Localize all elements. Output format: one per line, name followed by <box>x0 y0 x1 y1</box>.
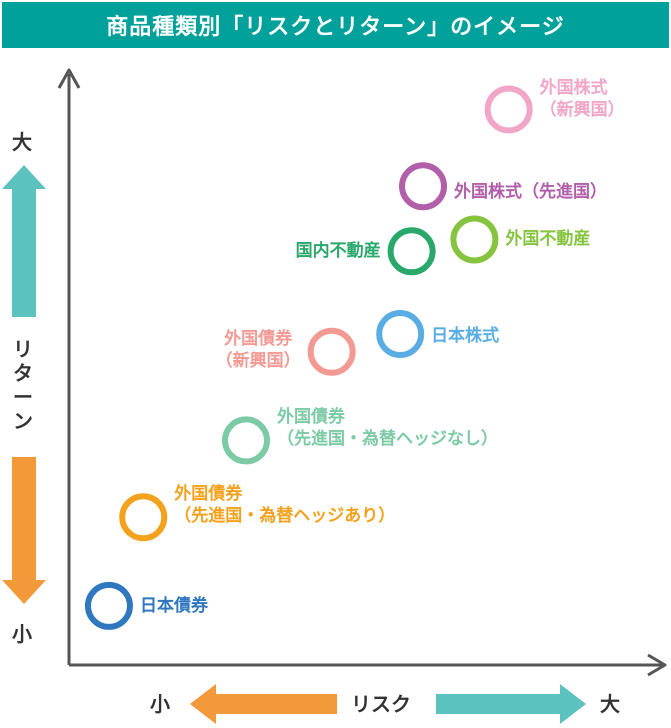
chart-title: 商品種類別「リスクとリターン」のイメージ <box>2 2 669 48</box>
x-axis-arrowhead <box>647 653 667 677</box>
data-point-label-line: （先進国・為替ヘッジなし） <box>277 429 498 450</box>
data-point-label: 日本債券 <box>140 595 208 617</box>
risk-high-label: 大 <box>600 692 620 716</box>
data-point-label-line: 外国株式（先進国） <box>454 182 608 203</box>
data-point-label-line: （新興国） <box>539 100 625 121</box>
data-point-marker <box>450 215 499 264</box>
data-point-label-line: 外国債券 <box>174 484 243 505</box>
data-point-label-line: 外国債券 <box>277 407 345 428</box>
data-point-label: 外国株式（先進国） <box>454 181 607 203</box>
y-axis-arrowhead <box>57 68 81 89</box>
y-title-char: ー <box>13 385 33 409</box>
data-point-label-line: 外国株式 <box>539 78 608 99</box>
data-point-label-line: 外国債券 <box>224 328 293 349</box>
data-point-label-line: 日本株式 <box>431 326 500 347</box>
data-point-label-line: 日本債券 <box>139 595 208 616</box>
risk-left-arrow <box>190 684 337 724</box>
data-point-label-line: 国内不動産 <box>295 241 381 262</box>
data-point-label: 外国不動産 <box>505 228 590 250</box>
x-axis-title: リスク <box>351 692 411 716</box>
data-point-marker <box>484 85 533 134</box>
data-point-label: 外国債券（新興国） <box>216 328 301 372</box>
data-point-marker <box>399 162 448 211</box>
data-point-label: 日本株式 <box>431 325 499 347</box>
data-point-marker <box>307 327 356 376</box>
data-point-label-line: 外国不動産 <box>505 229 591 250</box>
data-point-label: 国内不動産 <box>296 240 381 262</box>
y-title-char: リ <box>13 337 33 361</box>
data-point-marker <box>84 581 133 630</box>
risk-low-label: 小 <box>150 692 170 716</box>
data-point-label: 外国債券（先進国・為替ヘッジあり） <box>174 483 395 527</box>
risk-right-arrow <box>436 684 586 724</box>
data-point-marker <box>119 493 168 542</box>
data-point-label-line: （新興国） <box>215 350 301 371</box>
return-down-arrow <box>2 457 46 604</box>
return-high-label: 大 <box>12 130 32 154</box>
y-title-char: タ <box>13 361 33 385</box>
data-point-marker <box>387 227 436 276</box>
return-low-label: 小 <box>12 622 32 646</box>
data-point-label: 外国株式（新興国） <box>540 77 625 121</box>
y-title-char: ン <box>13 409 33 433</box>
return-up-arrow <box>2 165 46 317</box>
data-point-label-line: （先進国・為替ヘッジあり） <box>174 506 396 527</box>
data-point-label: 外国債券（先進国・為替ヘッジなし） <box>277 406 498 450</box>
data-point-marker <box>376 310 425 359</box>
y-axis-title: リ タ ー ン <box>10 337 36 433</box>
data-point-marker <box>222 416 271 465</box>
